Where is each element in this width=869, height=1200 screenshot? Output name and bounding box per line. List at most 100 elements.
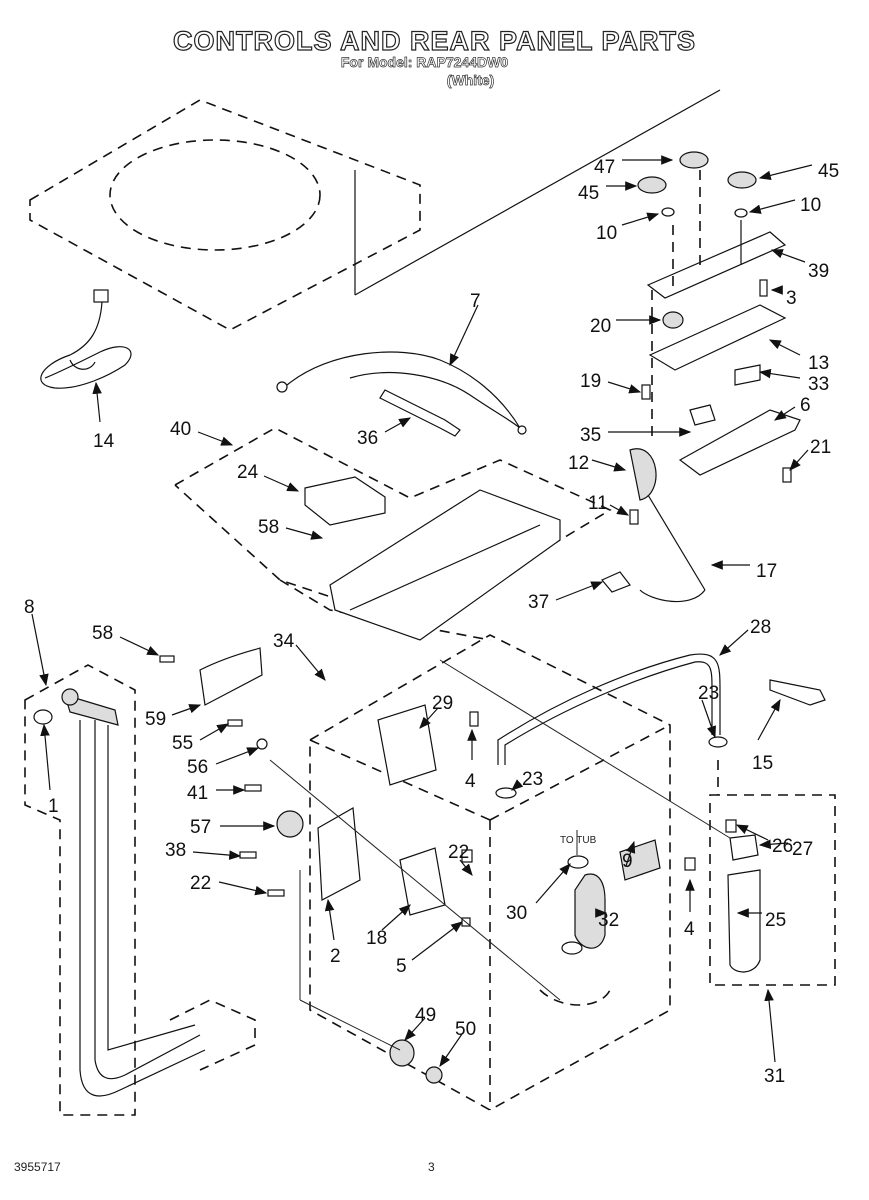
part-callout-28: 28: [719, 617, 771, 656]
leader-arrow: [609, 504, 630, 516]
part-number: 38: [165, 840, 186, 861]
leader-arrow: [757, 698, 781, 741]
model-line: For Model: RAP7244DW0: [340, 54, 509, 71]
part-number: 8: [24, 597, 35, 618]
part-number: 22: [448, 842, 469, 863]
part-callout-36: 36: [357, 417, 412, 449]
part-number: 9: [622, 851, 633, 872]
part-callout-22: 22: [190, 873, 268, 896]
leader-arrow: [295, 644, 326, 681]
part-callout-33: 33: [758, 368, 829, 395]
part-callout-49: 49: [404, 1005, 436, 1041]
leader-arrow: [197, 431, 234, 446]
leader-arrow: [735, 824, 769, 841]
part-number: 1: [48, 796, 59, 817]
leader-arrow: [40, 723, 51, 791]
part-callout-6: 6: [773, 395, 811, 421]
part-number: 58: [258, 517, 279, 538]
part-callout-56: 56: [187, 747, 260, 778]
part-number: 13: [808, 353, 829, 374]
part-callout-13: 13: [768, 339, 829, 374]
part-number: 2: [330, 946, 341, 967]
part-number: 55: [172, 733, 193, 754]
rear-panel-parts: [159, 647, 561, 1084]
part-number: 29: [432, 693, 453, 714]
part-number: 17: [756, 561, 777, 582]
part-callout-39: 39: [770, 249, 829, 282]
leader-arrow: [748, 199, 796, 214]
part-number: 18: [366, 928, 387, 949]
part-callout-50: 50: [439, 1019, 476, 1067]
part-number: 58: [92, 623, 113, 644]
part-number: 40: [170, 419, 191, 440]
part-number: 7: [470, 291, 481, 312]
part-callout-18: 18: [366, 904, 411, 949]
part-number: 5: [396, 956, 407, 977]
part-number: 23: [698, 683, 719, 704]
part-number: 56: [187, 757, 208, 778]
part-number: 10: [596, 223, 617, 244]
part-number: 6: [800, 395, 811, 416]
part-number: 50: [455, 1019, 476, 1040]
part-number: 33: [808, 374, 829, 395]
part-number: 4: [465, 771, 476, 792]
leader-arrow: [411, 921, 463, 961]
part-number: 12: [568, 453, 589, 474]
leader-arrow: [215, 747, 260, 765]
page-number: 3: [428, 1160, 435, 1174]
part-number: 20: [590, 316, 611, 337]
leader-arrow: [92, 381, 102, 423]
part-callout-5: 5: [396, 921, 463, 977]
part-number: 39: [808, 261, 829, 282]
part-callout-21: 21: [789, 437, 831, 471]
part-callout-10: 10: [596, 212, 660, 244]
part-callout-22: 22: [448, 842, 473, 876]
leader-arrow: [701, 699, 716, 739]
part-number: 22: [190, 873, 211, 894]
leader-arrow: [768, 339, 801, 356]
leader-arrow: [758, 839, 789, 850]
part-number: 14: [93, 431, 115, 452]
part-callout-57: 57: [190, 817, 276, 838]
part-number: 34: [273, 631, 295, 652]
leader-arrow: [119, 636, 160, 656]
leader-arrow: [555, 581, 604, 601]
part-callout-55: 55: [172, 723, 230, 754]
part-callout-11: 11: [588, 493, 630, 516]
part-callout-58: 58: [258, 517, 324, 540]
water-valve-and-hoses: [24, 664, 256, 1116]
part-number: 27: [792, 839, 813, 860]
control-bracket-assembly: [601, 151, 801, 603]
leader-arrow: [789, 449, 809, 471]
leader-arrow: [381, 904, 411, 931]
part-number: 32: [598, 910, 619, 931]
leader-arrow: [625, 840, 636, 867]
part-callout-41: 41: [187, 783, 246, 804]
leader-arrow: [404, 1017, 426, 1041]
part-callout-15: 15: [752, 698, 781, 774]
leader-arrow: [758, 164, 813, 181]
part-number: 47: [594, 157, 615, 178]
part-number: 15: [752, 753, 773, 774]
leader-arrow: [285, 527, 324, 540]
leader-arrow: [459, 859, 473, 876]
leader-arrow: [773, 406, 796, 421]
leader-arrow: [535, 863, 571, 904]
part-number: 59: [145, 709, 166, 730]
leader-arrow: [439, 1033, 463, 1067]
leader-arrow: [607, 381, 642, 394]
part-callout-45: 45: [578, 181, 638, 204]
part-number: 41: [187, 783, 208, 804]
power-cord: [40, 289, 132, 389]
part-callout-10: 10: [748, 195, 821, 216]
part-number: 36: [357, 428, 378, 449]
part-callout-24: 24: [237, 462, 300, 492]
console-outline: [174, 427, 612, 641]
leader-arrow: [324, 898, 335, 941]
drain-hose-and-pump-parts: [439, 653, 836, 1006]
part-callout-20: 20: [590, 315, 662, 337]
part-callout-38: 38: [165, 840, 242, 861]
part-callout-7: 7: [449, 291, 481, 367]
part-number: 21: [810, 437, 831, 458]
part-callout-19: 19: [580, 371, 642, 394]
